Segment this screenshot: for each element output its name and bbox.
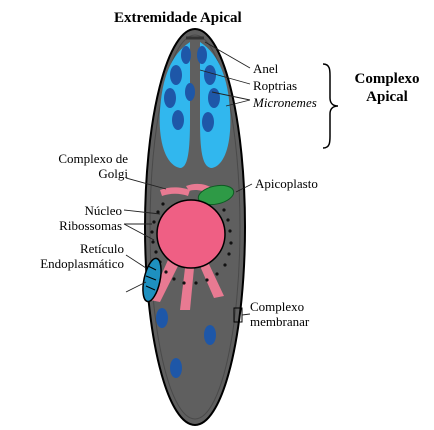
label-complexo-membranar: Complexo membranar <box>250 299 309 329</box>
complex-apical-brace <box>323 64 338 148</box>
label-nucleo: Núcleo <box>14 203 122 218</box>
title-extremidade-apical: Extremidade Apical <box>114 11 242 26</box>
label-ribossomas: Ribossomas <box>14 218 122 233</box>
label-apicoplasto: Apicoplasto <box>255 176 318 191</box>
label-anel: Anel <box>253 61 278 76</box>
label-reticulo-endoplasmatico: Retículo Endoplasmático <box>0 241 124 271</box>
label-roptrias: Roptrias <box>253 78 297 93</box>
label-complexo-apical: Complexo Apical <box>342 70 432 106</box>
label-micronemes: Micronemes <box>253 95 317 110</box>
nucleus <box>157 200 225 268</box>
label-complexo-de-golgi: Complexo de Golgi <box>14 151 128 181</box>
